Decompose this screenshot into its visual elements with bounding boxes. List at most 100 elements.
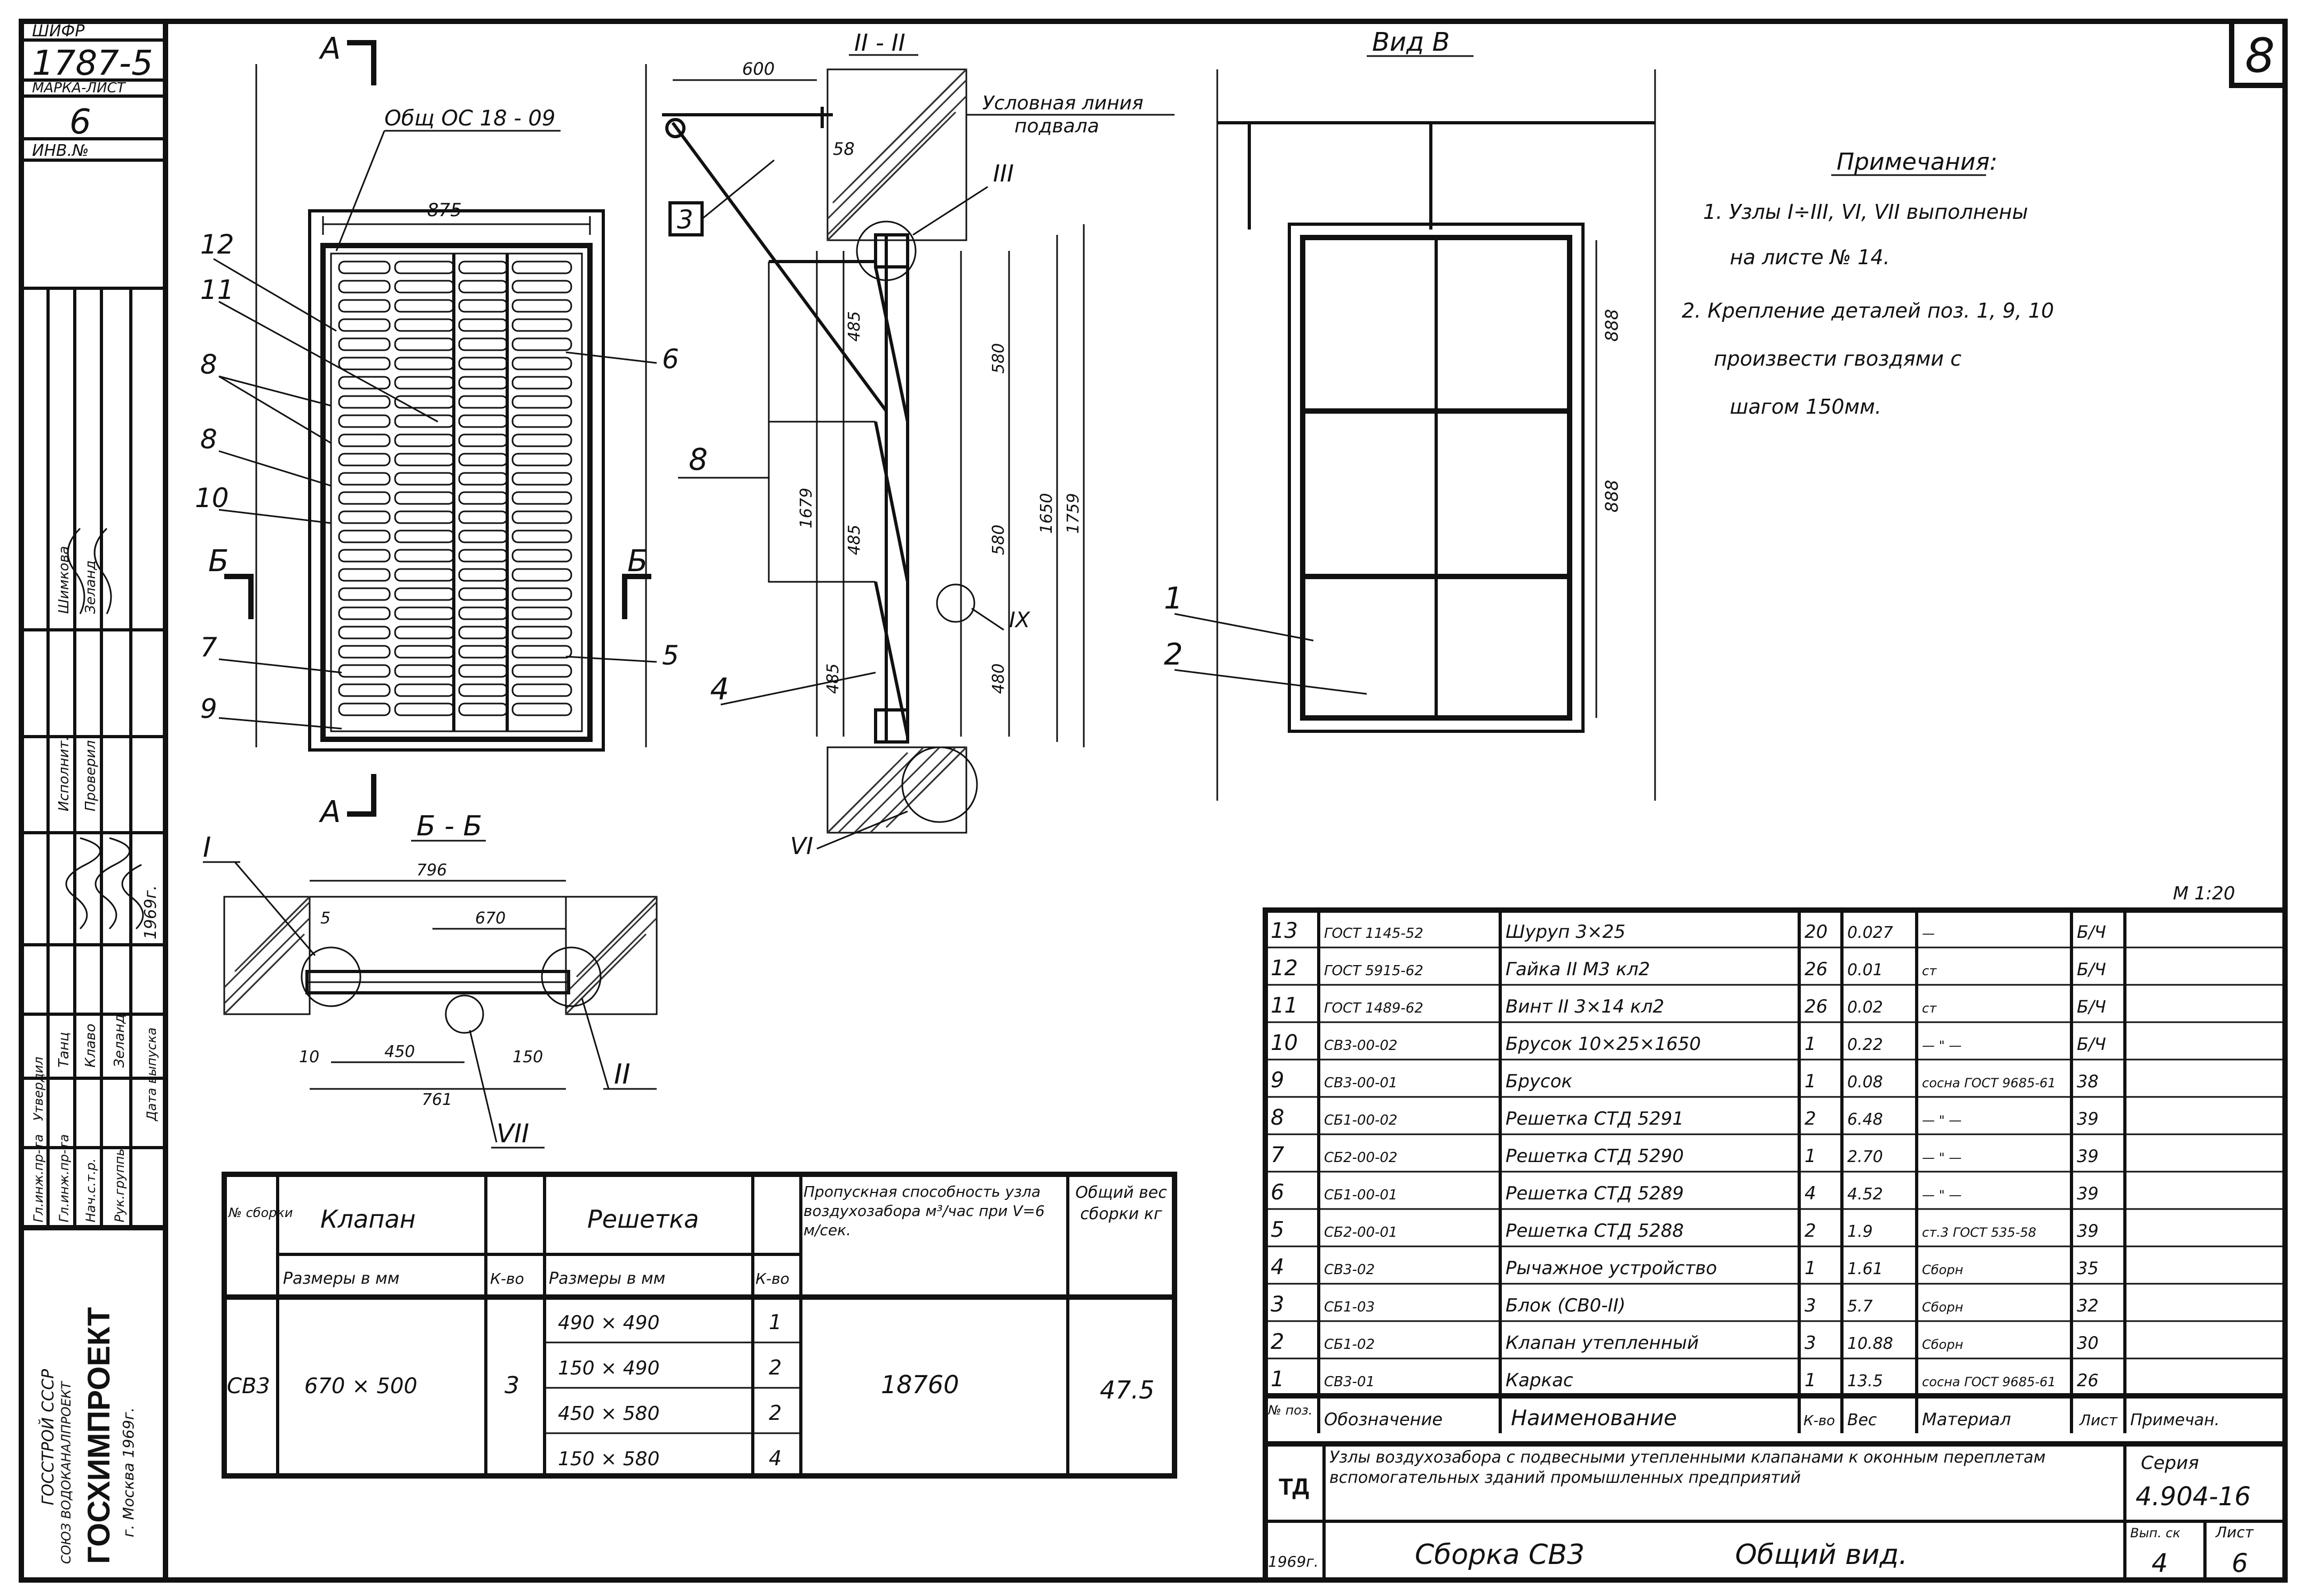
dim-bb-10: 10 — [299, 1048, 319, 1066]
stamp-role-6: Нач.с.т.р. — [83, 1158, 98, 1222]
td-assembly-no: СВ3 — [227, 1374, 270, 1399]
stamp-name-1: Шимкова — [56, 546, 72, 614]
spec-h-designation: Обозначение — [1324, 1409, 1443, 1429]
spec-cell: 3 — [1271, 1292, 1284, 1317]
dim-bb-796: 796 — [416, 861, 447, 880]
spec-cell: 39 — [2077, 1109, 2099, 1129]
dim-side-480: 480 — [989, 663, 1008, 694]
spec-cell: Брусок 10×25×1650 — [1506, 1033, 1701, 1055]
louver-slot — [458, 414, 508, 428]
louver-slot — [511, 549, 572, 563]
louver-slot — [511, 510, 572, 524]
louver-slot — [511, 260, 572, 274]
louver-slot — [394, 395, 455, 409]
org-line-3: ГОСХИМПРОЕКТ — [82, 1307, 116, 1564]
td-grid-qty-3: 2 — [769, 1401, 782, 1425]
louver-slot — [338, 645, 391, 659]
stamp-name-5: Зеланд — [112, 1014, 128, 1068]
spec-cell: 10 — [1271, 1031, 1298, 1055]
louver-slot — [394, 626, 455, 639]
td-grid-qty-1: 1 — [769, 1310, 782, 1334]
spec-h-material: Материал — [1922, 1409, 2011, 1429]
spec-cell: — " — — [1922, 1150, 1961, 1165]
louver-slot — [394, 568, 455, 582]
louver-slot — [338, 318, 391, 332]
stamp-name-2: Зеланд — [83, 560, 99, 614]
spec-cell: 39 — [2077, 1146, 2099, 1166]
louver-slot — [338, 664, 391, 678]
spec-cell: СВ3-00-02 — [1324, 1038, 1397, 1054]
stamp-role-5: Гл.инж.пр-та — [57, 1134, 72, 1222]
louver-slot — [458, 453, 508, 467]
spec-h-name: Наименование — [1511, 1406, 1677, 1431]
title-block: ТД Узлы воздухозабора с подвесными утепл… — [1263, 1441, 2288, 1583]
spec-cell: 0.22 — [1847, 1036, 1883, 1054]
louver-slot — [458, 664, 508, 678]
dim-bb-761: 761 — [422, 1091, 452, 1109]
spec-cell: 39 — [2077, 1221, 2099, 1241]
callout-II: II — [614, 1058, 631, 1091]
louver-slot — [511, 645, 572, 659]
louver-slot — [394, 645, 455, 659]
title-code: ТД — [1279, 1474, 1309, 1500]
spec-cell: СБ2-00-01 — [1324, 1224, 1397, 1241]
louver-slot — [338, 357, 391, 370]
hatch-line — [853, 746, 941, 834]
louver-slot — [394, 510, 455, 524]
spec-cell: 1 — [1271, 1367, 1284, 1392]
title-issue: 4 — [2152, 1548, 2168, 1578]
hatch-line — [960, 68, 967, 76]
th-assembly-no: № сборки — [227, 1205, 293, 1220]
scale-label: М 1:20 — [2173, 883, 2235, 904]
spec-cell: ГОСТ 1145-52 — [1324, 926, 1423, 942]
hatch-line — [640, 896, 658, 914]
louver-slot — [394, 376, 455, 390]
louver-slot — [511, 357, 572, 370]
sheet-number-box — [2229, 19, 2288, 88]
spec-cell: 1.9 — [1847, 1222, 1873, 1241]
louver-slot — [511, 491, 572, 505]
sheet-number: 8 — [2245, 28, 2275, 83]
spec-cell: 38 — [2077, 1071, 2099, 1092]
callout-8b: 8 — [200, 424, 217, 455]
louver-slot — [394, 530, 455, 543]
conditional-line-2: подвала — [1014, 115, 1099, 137]
louver-slot — [394, 433, 455, 447]
td-grid-size-1: 490 × 490 — [558, 1312, 659, 1334]
spec-cell: СБ1-03 — [1324, 1299, 1375, 1315]
notes-line-1: 1. Узлы I÷III, VI, VII выполнены — [1703, 200, 2028, 224]
section-b-left: Б — [208, 544, 229, 579]
org-line-4: г. Москва 1969г. — [120, 1407, 137, 1537]
org-line-2: ГОССТРОЙ СССР — [38, 1369, 58, 1505]
louver-slot — [338, 702, 391, 716]
dim-view-v-888a: 888 — [1602, 309, 1622, 342]
callout-IX: IX — [1009, 608, 1031, 633]
title-series: 4.904-16 — [2136, 1482, 2251, 1512]
louver-slot — [511, 414, 572, 428]
louver-slot — [338, 433, 391, 447]
hatch-line — [826, 79, 967, 220]
louver-slot — [394, 683, 455, 697]
spec-cell: Клапан утепленный — [1506, 1332, 1699, 1354]
front-view: А А Б Б 875 Общ ОС 18 - 09 12 11 8 — [195, 31, 679, 829]
spec-cell: Сборн — [1922, 1337, 1963, 1352]
spec-cell: — " — — [1922, 1038, 1961, 1053]
section-b-right: Б — [627, 544, 648, 579]
louver-slot — [338, 683, 391, 697]
louver-slot — [338, 395, 391, 409]
louver-slot — [458, 626, 508, 639]
callout-1-view-v: 1 — [1164, 581, 1183, 616]
hatch-line — [298, 896, 311, 908]
dim-bb-670: 670 — [475, 909, 506, 928]
title-subname: Общий вид. — [1735, 1539, 1908, 1571]
stamp-role-1: Исполнит. — [56, 736, 72, 811]
sheet-frame — [19, 19, 2288, 1583]
dim-side-1759: 1759 — [1064, 493, 1083, 534]
th-grid-qty: К-во — [755, 1270, 790, 1287]
hatch-line — [223, 933, 305, 1015]
spec-cell: Винт II 3×14 кл2 — [1506, 996, 1664, 1017]
notes: Примечания: 1. Узлы I÷III, VI, VII выпол… — [1682, 148, 2054, 418]
louver-slot — [458, 683, 508, 697]
spec-cell: СБ1-00-01 — [1324, 1187, 1397, 1203]
louver-slot — [338, 337, 391, 351]
